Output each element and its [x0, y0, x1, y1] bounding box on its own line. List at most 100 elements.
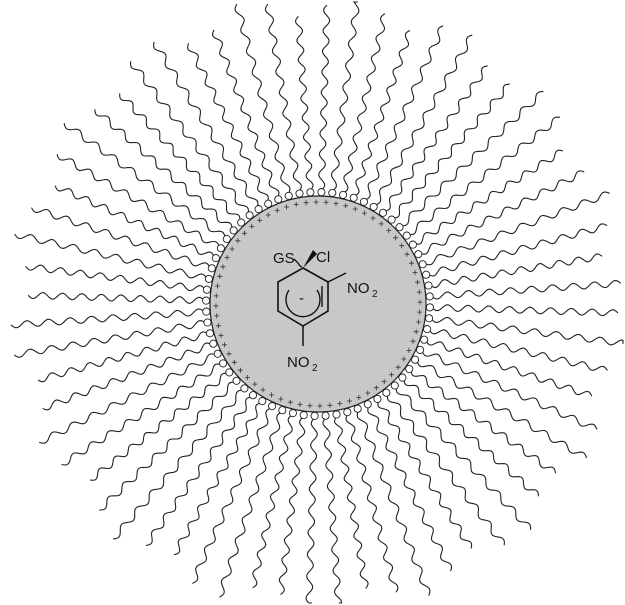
- headgroup: [210, 340, 217, 347]
- headgroup: [423, 271, 430, 278]
- headgroup: [426, 304, 433, 311]
- surfactant-tail: [213, 30, 280, 198]
- surfactant-tail: [432, 281, 621, 299]
- headgroup: [403, 232, 410, 239]
- headgroup: [214, 350, 221, 357]
- surfactant-tail: [378, 401, 472, 549]
- surfactant-tail: [346, 414, 398, 592]
- headgroup: [409, 241, 416, 248]
- headgroup: [212, 255, 219, 262]
- headgroup: [296, 190, 303, 197]
- surfactant-tail: [430, 254, 602, 288]
- headgroup: [203, 308, 210, 315]
- headgroup: [388, 216, 395, 223]
- cl-label: Cl: [316, 249, 330, 266]
- headgroup: [354, 405, 361, 412]
- surfactant-tail: [411, 370, 556, 473]
- headgroup: [238, 219, 245, 226]
- headgroup: [344, 409, 351, 416]
- surfactant-tail: [388, 394, 505, 545]
- headgroup: [412, 356, 419, 363]
- surfactant-tail: [415, 150, 563, 244]
- surfactant-tail: [431, 318, 623, 345]
- surfactant-tail: [120, 93, 240, 221]
- surfactant-tail: [55, 186, 214, 257]
- headgroup: [233, 377, 240, 384]
- headgroup: [364, 401, 371, 408]
- surfactant-tail: [64, 123, 225, 238]
- surfactant-tail: [279, 417, 304, 594]
- surfactant-tail: [174, 403, 261, 555]
- headgroup: [399, 374, 406, 381]
- surfactant-tail: [265, 4, 301, 191]
- headgroup: [340, 191, 347, 198]
- headgroup: [322, 412, 329, 419]
- no2-bottom-subscript: 2: [312, 363, 318, 374]
- surfactant-tail: [323, 418, 342, 603]
- headgroup: [217, 245, 224, 252]
- surfactant-tail: [408, 117, 560, 234]
- headgroup: [396, 224, 403, 231]
- surfactant-tail: [417, 361, 587, 458]
- headgroup: [208, 265, 215, 272]
- headgroup: [206, 330, 213, 337]
- headgroup: [255, 206, 262, 213]
- headgroup: [333, 411, 340, 418]
- headgroup: [220, 360, 227, 367]
- headgroup: [329, 189, 336, 196]
- headgroup: [275, 196, 282, 203]
- headgroup: [379, 209, 386, 216]
- micelle-core: [210, 196, 426, 412]
- headgroup: [230, 227, 237, 234]
- headgroup: [265, 200, 272, 207]
- surfactant-tail: [14, 321, 205, 358]
- headgroup: [204, 319, 211, 326]
- headgroup: [391, 382, 398, 389]
- headgroup: [419, 261, 426, 268]
- no2-top-subscript: 2: [372, 289, 378, 300]
- surfactant-tail: [26, 265, 205, 291]
- headgroup: [424, 326, 431, 333]
- surfactant-tail: [332, 2, 359, 191]
- headgroup: [246, 212, 253, 219]
- headgroup: [421, 336, 428, 343]
- headgroup: [223, 235, 230, 242]
- headgroup: [205, 275, 212, 282]
- surfactant-tail: [375, 35, 473, 205]
- headgroup: [370, 203, 377, 210]
- surfactant-tail: [39, 354, 216, 443]
- headgroup: [249, 392, 256, 399]
- surfactant-tail: [99, 382, 235, 510]
- surfactant-tail: [296, 16, 313, 190]
- headgroup: [307, 189, 314, 196]
- surfactant-tail: [368, 406, 452, 571]
- headgroup: [241, 385, 248, 392]
- surfactant-tail: [28, 293, 204, 304]
- surfactant-tail: [420, 171, 584, 254]
- headgroup: [259, 398, 266, 405]
- headgroup: [426, 315, 433, 322]
- surfactant-tail: [306, 418, 317, 603]
- headgroup: [279, 407, 286, 414]
- headgroup: [350, 194, 357, 201]
- headgroup: [203, 286, 210, 293]
- surfactant-tail: [335, 416, 369, 588]
- gs-label: GS: [273, 250, 295, 267]
- headgroup: [425, 282, 432, 289]
- headgroup: [318, 189, 325, 196]
- surfactant-tail: [425, 192, 610, 265]
- headgroup: [374, 395, 381, 402]
- headgroup: [300, 412, 307, 419]
- headgroup: [417, 346, 424, 353]
- headgroup: [203, 297, 210, 304]
- surfactant-tail: [11, 309, 204, 328]
- surfactant-tail: [146, 397, 252, 546]
- surfactant-tail: [154, 42, 258, 207]
- no2-top-label: NO: [347, 280, 370, 297]
- headgroup: [285, 192, 292, 199]
- surfactant-tail: [131, 61, 249, 214]
- surfactant-tail: [384, 66, 488, 211]
- headgroup: [383, 389, 390, 396]
- no2-bottom-label: NO: [287, 354, 310, 371]
